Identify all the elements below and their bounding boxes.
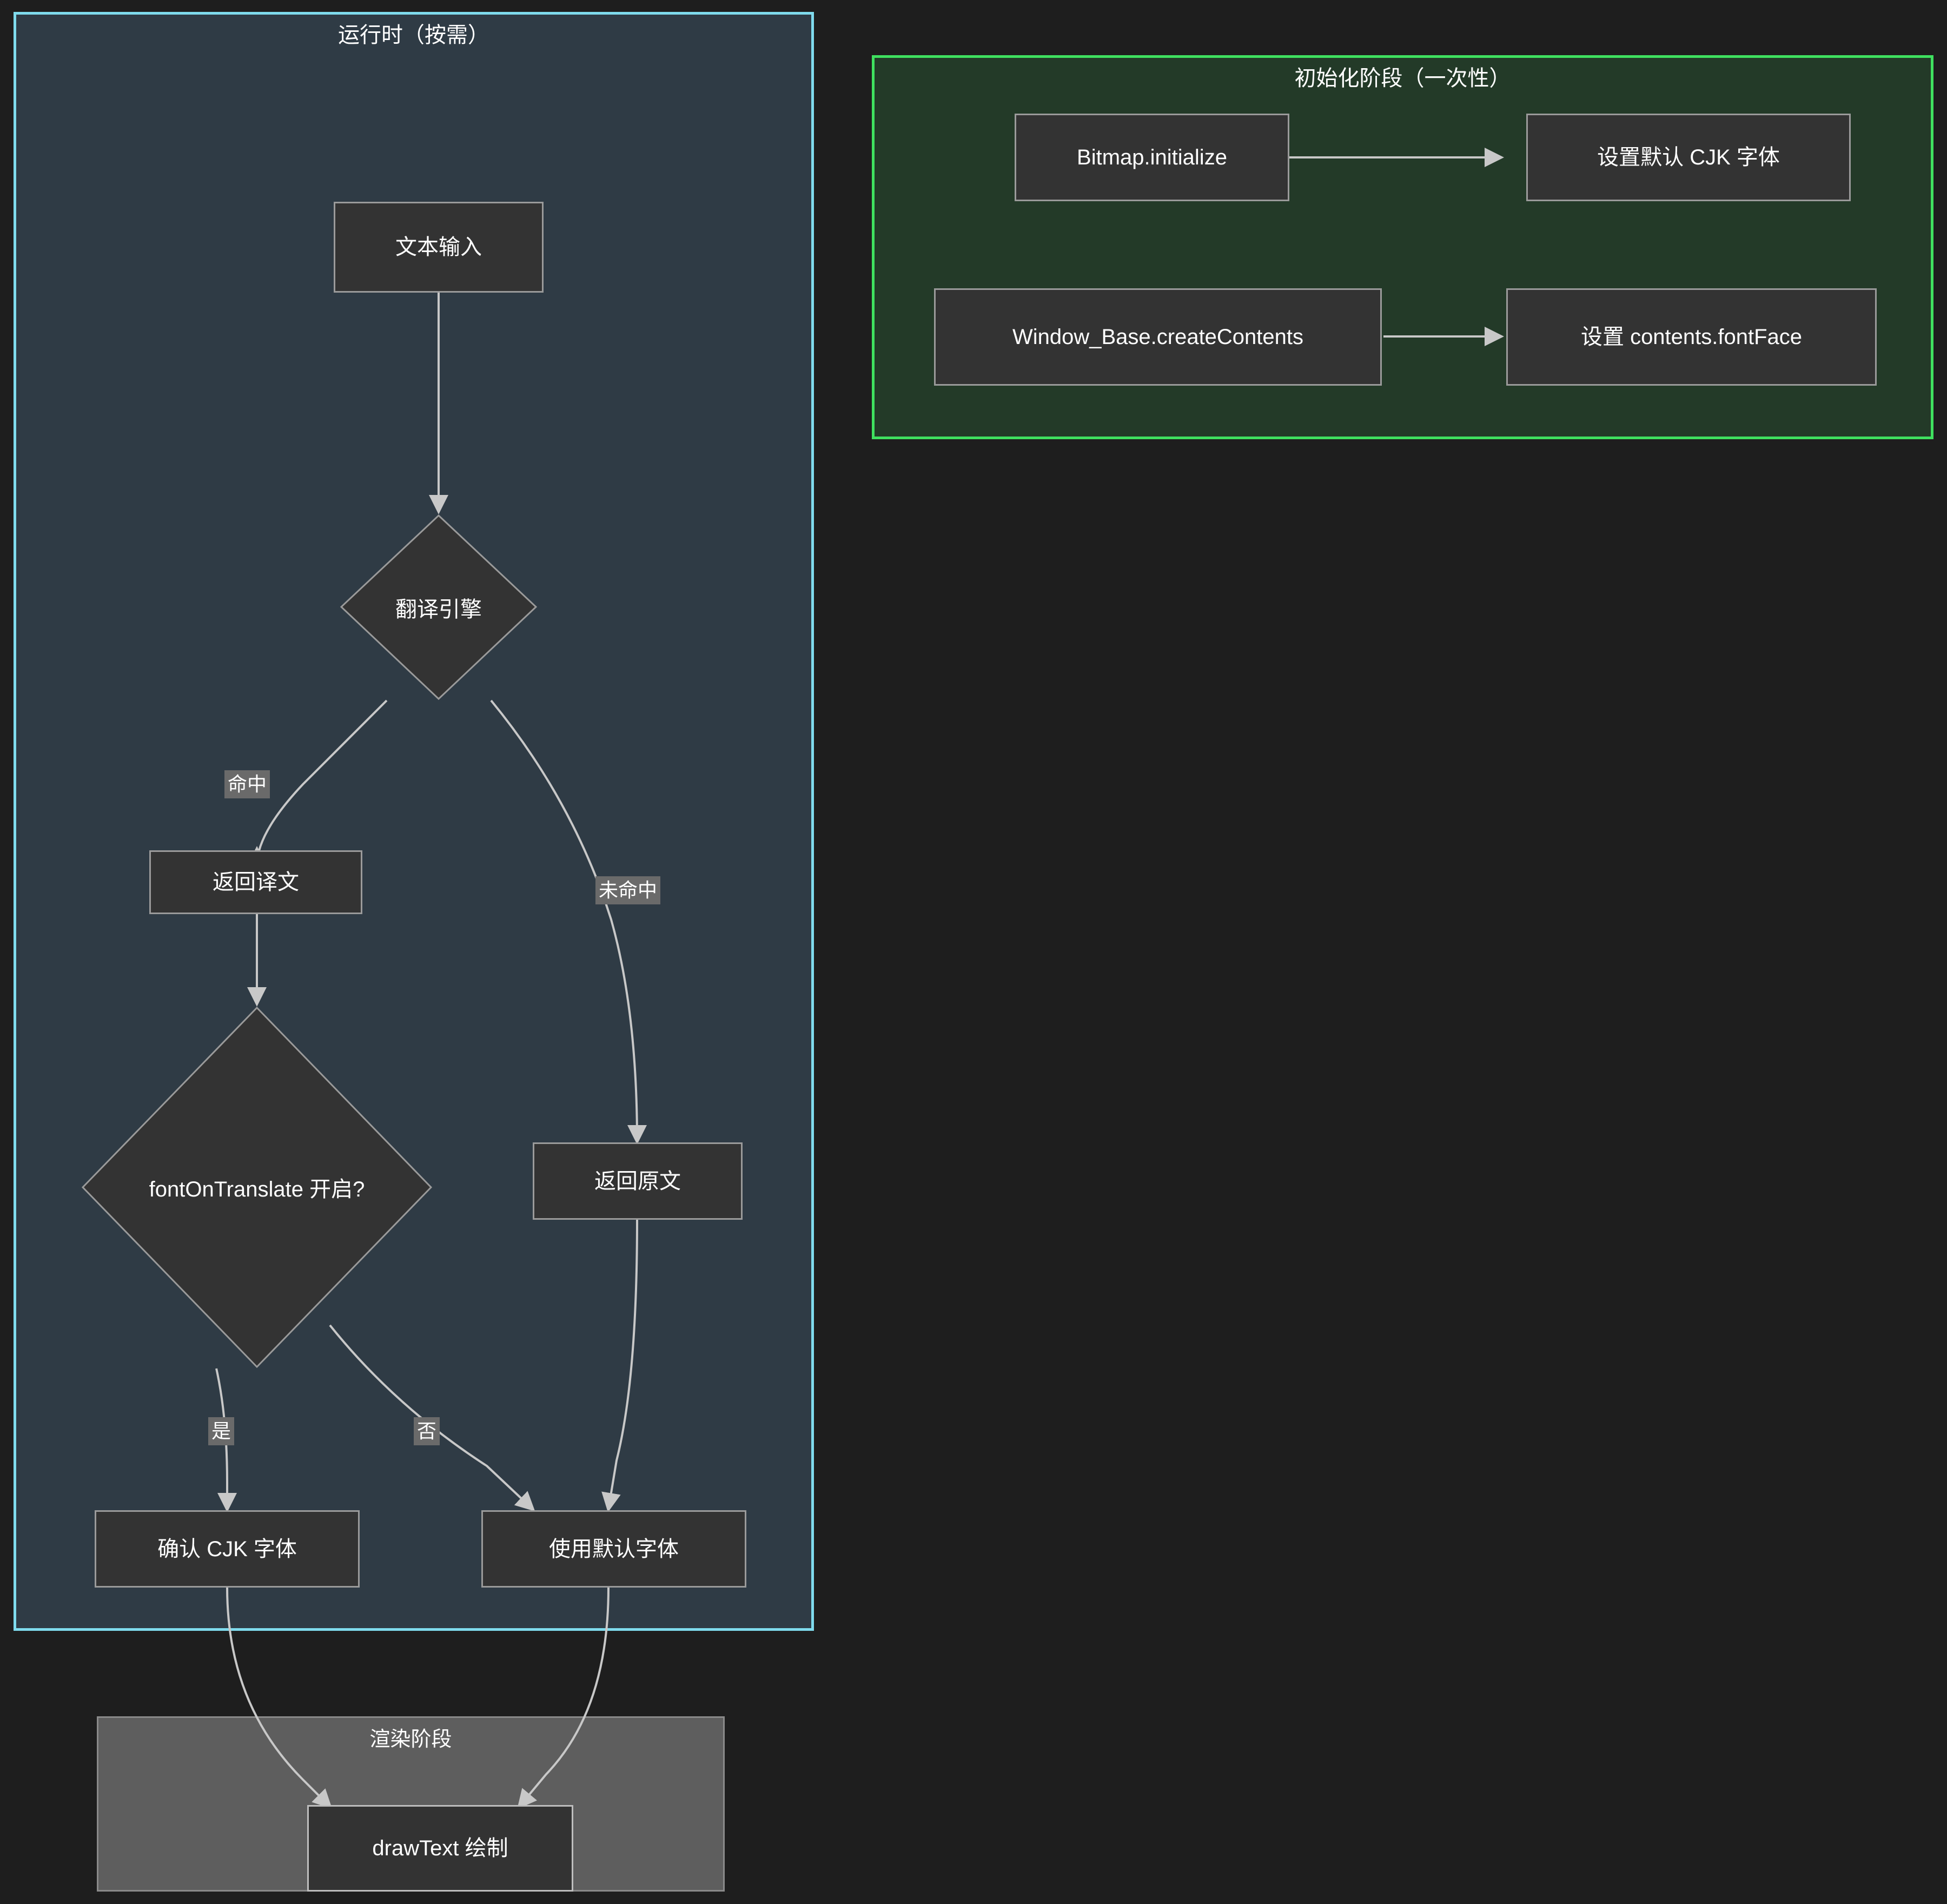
subgraph-init-title: 初始化阶段（一次性） [1294, 67, 1511, 90]
node-confirm-cjk-font-label: 确认 CJK 字体 [157, 1537, 297, 1561]
edge-label-hit: 命中 [224, 770, 270, 798]
edge-label-yes-text: 是 [211, 1420, 231, 1442]
node-use-default-font[interactable]: 使用默认字体 [481, 1510, 746, 1588]
diamond-shape-font-on-translate [81, 1006, 433, 1368]
node-draw-text-label: drawText 绘制 [372, 1836, 508, 1860]
node-window-base-create-contents[interactable]: Window_Base.createContents [934, 288, 1382, 386]
edge-label-yes: 是 [208, 1417, 235, 1445]
node-font-on-translate[interactable]: fontOnTranslate 开启? [81, 1006, 433, 1368]
subgraph-runtime-title: 运行时（按需） [338, 23, 489, 47]
node-translate-engine[interactable]: 翻译引擎 [340, 514, 538, 700]
node-text-input-label: 文本输入 [395, 235, 482, 259]
node-set-default-cjk-font-label: 设置默认 CJK 字体 [1597, 146, 1780, 169]
edge-label-no-text: 否 [417, 1420, 437, 1442]
node-window-base-create-contents-label: Window_Base.createContents [1012, 325, 1304, 349]
edge-label-no: 否 [414, 1417, 440, 1445]
node-confirm-cjk-font[interactable]: 确认 CJK 字体 [95, 1510, 360, 1588]
node-set-default-cjk-font[interactable]: 设置默认 CJK 字体 [1526, 114, 1851, 201]
node-font-on-translate-label: fontOnTranslate 开启? [149, 1178, 365, 1201]
node-set-contents-fontface-label: 设置 contents.fontFace [1580, 325, 1803, 349]
node-text-input[interactable]: 文本输入 [334, 202, 544, 293]
node-draw-text[interactable]: drawText 绘制 [307, 1805, 573, 1892]
subgraph-render-title: 渲染阶段 [369, 1728, 452, 1751]
node-bitmap-initialize[interactable]: Bitmap.initialize [1015, 114, 1289, 201]
diamond-shape-translate-engine [340, 514, 538, 700]
edge-label-hit-text: 命中 [228, 773, 267, 795]
node-return-original[interactable]: 返回原文 [533, 1142, 743, 1220]
edge-label-miss-text: 未命中 [599, 879, 658, 901]
node-use-default-font-label: 使用默认字体 [549, 1537, 679, 1561]
node-return-translation-label: 返回译文 [213, 870, 299, 894]
edge-label-miss: 未命中 [595, 876, 661, 904]
node-bitmap-initialize-label: Bitmap.initialize [1077, 146, 1227, 169]
node-return-translation[interactable]: 返回译文 [149, 850, 362, 914]
node-set-contents-fontface[interactable]: 设置 contents.fontFace [1506, 288, 1877, 386]
node-return-original-label: 返回原文 [594, 1169, 681, 1193]
node-translate-engine-label: 翻译引擎 [395, 597, 482, 622]
